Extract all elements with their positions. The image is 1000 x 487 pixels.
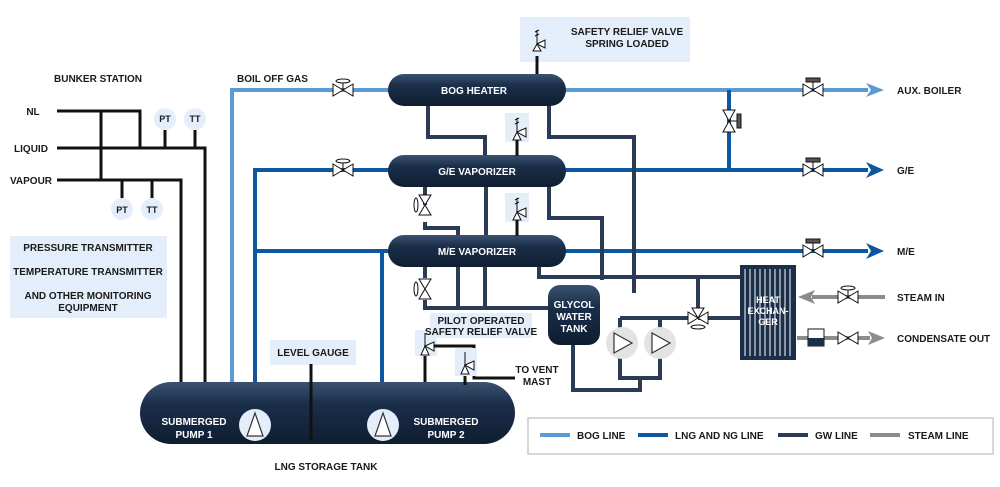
boil-off-gas-label: BOIL OFF GAS: [237, 74, 308, 85]
pressure-transmitter-top: [154, 108, 176, 130]
three-way-valve[interactable]: [687, 307, 709, 330]
lng-ge-inlet-valve[interactable]: [332, 158, 354, 177]
bog-heater-label: BOG HEATER: [441, 86, 508, 97]
legend-label-gw: GW LINE: [815, 431, 858, 442]
pt-label-bottom: PT: [116, 205, 128, 215]
tt-label-bottom: TT: [147, 205, 158, 215]
pump2-label-2: PUMP 2: [427, 430, 464, 441]
me-outlet-valve[interactable]: [802, 238, 824, 258]
monitoring-line-3: AND OTHER MONITORING: [24, 291, 151, 302]
pilot-srv-2-icon: [455, 348, 477, 376]
srv-ge-icon: [512, 117, 527, 141]
heat-exchanger[interactable]: [740, 265, 796, 360]
glycol-water-tank[interactable]: [548, 285, 600, 345]
aux-boiler-valve[interactable]: [802, 77, 824, 97]
pump2-label-1: SUBMERGED: [413, 417, 478, 428]
pump1-label-1: SUBMERGED: [161, 417, 226, 428]
submerged-pump-1[interactable]: [239, 409, 271, 441]
level-gauge-info-box: [270, 340, 356, 365]
aux-boiler-arrow-icon: [866, 83, 884, 97]
temperature-transmitter-top: [184, 108, 206, 130]
steam-trap-icon: [807, 328, 825, 347]
storage-tank-label: LNG STORAGE TANK: [275, 462, 379, 473]
outlet-aux-boiler: AUX. BOILER: [897, 86, 962, 97]
monitoring-line-2: TEMPERATURE TRANSMITTER: [13, 267, 164, 278]
glycol-pump-1[interactable]: [606, 327, 638, 359]
gw-me-valve[interactable]: [413, 278, 432, 300]
bunker-line-vapour: VAPOUR: [10, 176, 53, 187]
srv-spring-loaded-icon: [532, 29, 546, 52]
pilot-srv-1-icon: [415, 330, 437, 356]
pilot-srv-info-box: [430, 313, 532, 338]
to-vent-label-2: MAST: [523, 377, 551, 388]
steam-in-arrow-icon: [798, 290, 815, 304]
condensate-valve[interactable]: [837, 331, 859, 345]
glycol-pump-2[interactable]: [644, 327, 676, 359]
srv-spring-label-2: SPRING LOADED: [585, 39, 668, 50]
inlet-steam: STEAM IN: [897, 293, 945, 304]
legend: BOG LINE LNG AND NG LINE GW LINE STEAM L…: [527, 417, 994, 455]
glycol-label-3: TANK: [560, 324, 588, 335]
monitoring-info-box: [10, 236, 167, 318]
srv-spring-info-box: [520, 17, 690, 62]
to-vent-label-1: TO VENT: [515, 365, 558, 376]
steam-in-valve[interactable]: [837, 285, 859, 304]
hx-label-2: EXCHAN-: [747, 306, 788, 316]
legend-label-lng: LNG AND NG LINE: [675, 431, 764, 442]
glycol-label-1: GLYCOL: [554, 300, 595, 311]
bunker-line-nl: NL: [26, 107, 39, 118]
legend-label-bog: BOG LINE: [577, 431, 626, 442]
condensate-out-arrow-icon: [868, 331, 885, 345]
legend-label-steam: STEAM LINE: [908, 431, 969, 442]
lng-storage-tank[interactable]: [140, 382, 515, 444]
ge-outlet-valve[interactable]: [802, 157, 824, 177]
gw-ge-valve[interactable]: [413, 194, 432, 216]
ge-vaporizer-vessel[interactable]: [388, 155, 566, 187]
hx-label-1: HEAT: [756, 295, 780, 305]
me-arrow-icon: [866, 243, 884, 259]
bunker-station-title: BUNKER STATION: [54, 74, 142, 85]
bog-inlet-valve[interactable]: [332, 78, 354, 97]
me-vaporizer-label: M/E VAPORIZER: [438, 247, 517, 258]
outlet-me: M/E: [897, 247, 915, 258]
pressure-transmitter-bottom: [111, 198, 133, 220]
pilot-srv-label-1: PILOT OPERATED: [437, 316, 524, 327]
crossover-valve[interactable]: [722, 109, 742, 133]
level-gauge-label: LEVEL GAUGE: [277, 348, 349, 359]
pt-label-top: PT: [159, 114, 171, 124]
bunker-line-liquid: LIQUID: [14, 144, 48, 155]
submerged-pump-2[interactable]: [367, 409, 399, 441]
bog-heater-vessel[interactable]: [388, 74, 566, 106]
pump1-label-2: PUMP 1: [175, 430, 212, 441]
monitoring-line-4: EQUIPMENT: [58, 303, 117, 314]
bunker-piping: [57, 109, 207, 382]
tt-label-top: TT: [190, 114, 201, 124]
outlet-condensate: CONDENSATE OUT: [897, 334, 990, 345]
temperature-transmitter-bottom: [141, 198, 163, 220]
monitoring-line-1: PRESSURE TRANSMITTER: [23, 243, 153, 254]
srv-me-icon: [512, 197, 527, 221]
me-vaporizer-vessel[interactable]: [388, 235, 566, 267]
ge-vaporizer-label: G/E VAPORIZER: [438, 167, 516, 178]
outlet-ge: G/E: [897, 166, 915, 177]
hx-label-3: GER: [758, 317, 778, 327]
pilot-srv-label-2: SAFETY RELIEF VALVE: [425, 327, 538, 338]
glycol-label-2: WATER: [556, 312, 592, 323]
srv-spring-label-1: SAFETY RELIEF VALVE: [571, 27, 684, 38]
ge-arrow-icon: [866, 162, 884, 178]
